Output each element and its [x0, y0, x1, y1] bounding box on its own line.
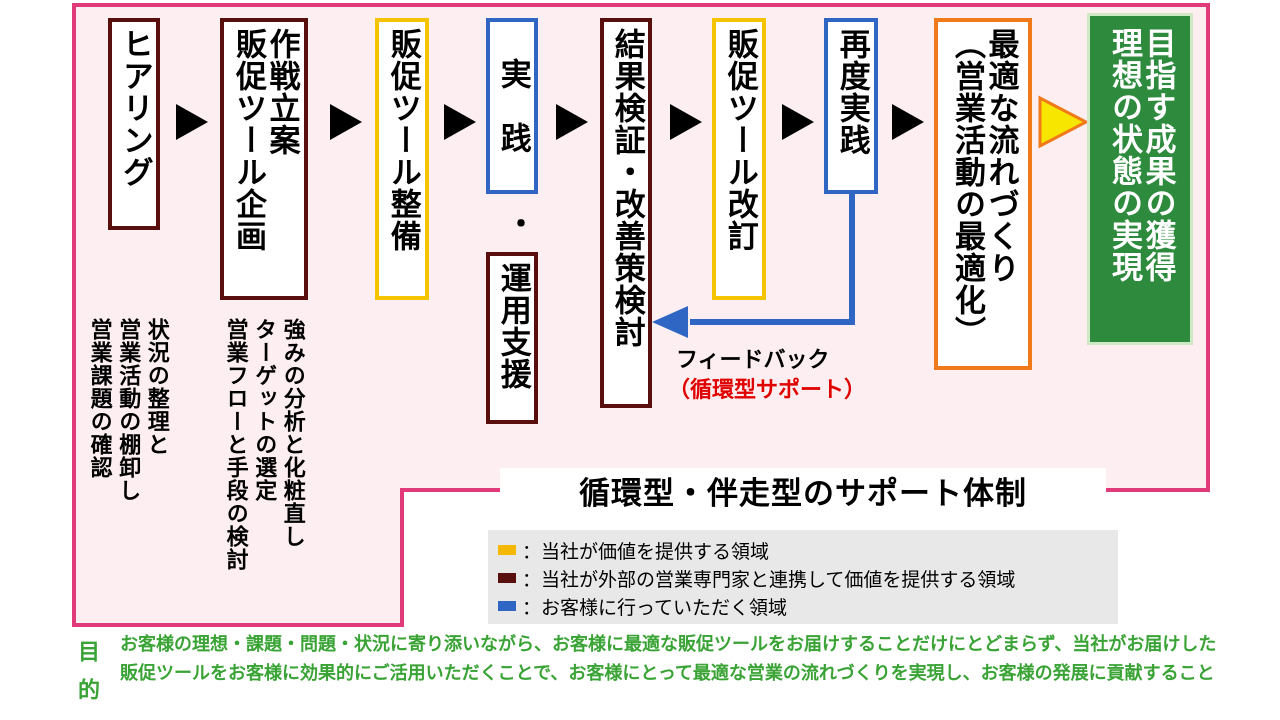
- step-practice: 実 践: [486, 18, 538, 194]
- step-hearing: ヒアリング: [108, 18, 160, 230]
- step-goal: 目指す成果の獲得 理想の状態の実現: [1090, 16, 1190, 342]
- feedback-label: フィードバック: [676, 348, 830, 373]
- process-arrow-5: [670, 104, 702, 140]
- hearing-note: 状況の整理と 営業活動の棚卸し 営業課題の確認: [86, 318, 169, 502]
- step-operation-support: 運用支援: [486, 252, 538, 424]
- feedback-sublabel: （循環型サポート）: [668, 378, 867, 403]
- feedback-arrow: [690, 192, 855, 325]
- final-arrow: [1038, 95, 1090, 149]
- process-arrow-2: [330, 104, 362, 140]
- legend-item-partner: ：当社が外部の営業専門家と連携して価値を提供する領域: [498, 564, 1108, 592]
- process-arrow-4: [556, 104, 588, 140]
- step-separator-dot: ・: [500, 208, 535, 239]
- process-arrow-7: [892, 104, 924, 140]
- step-optimal-flow: 最適な流れづくり （営業活動の最適化）: [934, 18, 1032, 370]
- process-arrow-6: [782, 104, 814, 140]
- strategy-note: 強みの分析と化粧直し ターゲットの選定 営業フローと手段の検討: [222, 318, 305, 571]
- step-tool-revision: 販促ツール改訂: [712, 18, 766, 300]
- step-re-practice: 再度実践: [824, 18, 878, 194]
- legend: ：当社が価値を提供する領域 ：当社が外部の営業専門家と連携して価値を提供する領域…: [488, 530, 1118, 624]
- legend-text: ：お客様に行っていただく領域: [522, 596, 788, 619]
- step-strategy: 作戦立案 販促ツール企画: [220, 18, 308, 300]
- legend-item-company: ：当社が価値を提供する領域: [498, 536, 1108, 564]
- feedback-arrowhead: [652, 306, 688, 338]
- purpose-text: お客様の理想・課題・問題・状況に寄り添いながら、お客様に最適な販促ツールをお届け…: [120, 634, 1217, 685]
- legend-item-customer: ：お客様に行っていただく領域: [498, 592, 1108, 620]
- purpose-label: 目的: [74, 640, 99, 716]
- step-result-verification: 結果検証・改善策検討: [600, 18, 652, 408]
- process-arrow-3: [444, 104, 476, 140]
- legend-text: ：当社が価値を提供する領域: [522, 540, 770, 563]
- legend-swatch-blue: [498, 601, 516, 611]
- process-arrow-1: [176, 104, 208, 140]
- support-system-title: 循環型・伴走型のサポート体制: [500, 468, 1106, 512]
- legend-swatch-gold: [498, 545, 516, 555]
- step-tool-prep: 販促ツール整備: [375, 18, 429, 300]
- legend-swatch-maroon: [498, 573, 516, 583]
- legend-text: ：当社が外部の営業専門家と連携して価値を提供する領域: [522, 568, 1016, 591]
